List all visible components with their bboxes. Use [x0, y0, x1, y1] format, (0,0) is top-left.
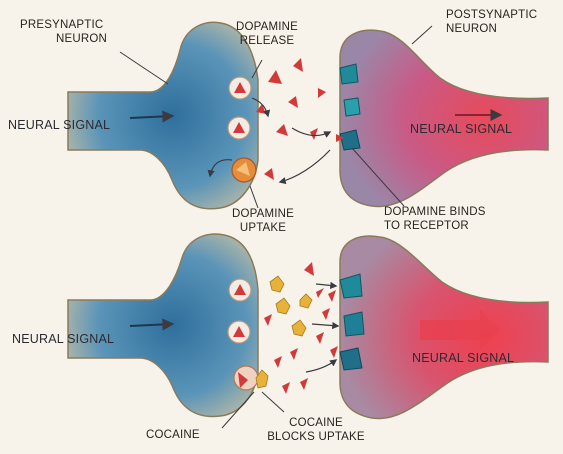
- dopamine-binds-label-line2: TO RECEPTOR: [384, 219, 486, 233]
- neural-signal-left-top: NEURAL SIGNAL: [8, 118, 110, 132]
- dopamine-molecule-icon: [256, 58, 344, 180]
- reuptake-pump-icon: [234, 366, 258, 390]
- dopamine-binds-label-line1: DOPAMINE BINDS: [384, 205, 486, 219]
- top-panel: [68, 22, 548, 208]
- neural-signal-right-top: NEURAL SIGNAL: [410, 122, 512, 136]
- dopamine-to-receptor-arrow: [306, 360, 336, 372]
- reuptake-pump-icon: [232, 158, 256, 182]
- neural-signal-right-bottom: NEURAL SIGNAL: [412, 351, 514, 365]
- receptor-icon: [340, 348, 362, 370]
- neural-signal-left-bottom: NEURAL SIGNAL: [12, 332, 114, 346]
- cocaine-label: COCAINE: [146, 428, 200, 442]
- presynaptic-label: PRESYNAPTIC NEURON: [20, 18, 107, 46]
- vesicle-icon: [229, 77, 251, 99]
- bottom-panel: [68, 234, 548, 428]
- cocaine-molecule-icon: [270, 276, 312, 336]
- postsynaptic-label: POSTSYNAPTIC NEURON: [446, 8, 537, 36]
- dopamine-release-label-line2: RELEASE: [232, 34, 302, 48]
- postsynaptic-label-line1: POSTSYNAPTIC: [446, 8, 537, 22]
- cocaine-blocks-label: COCAINE BLOCKS UPTAKE: [266, 416, 366, 444]
- receptor-icon: [344, 312, 364, 336]
- vesicle-icon: [228, 321, 250, 343]
- uptake-leader-line: [250, 186, 258, 208]
- blocks-leader-line: [262, 392, 284, 412]
- receptor-icon: [344, 98, 360, 116]
- dopamine-uptake-label-line1: DOPAMINE: [224, 207, 302, 221]
- vesicle-icon: [228, 117, 250, 139]
- postsynaptic-label-line2: NEURON: [446, 22, 537, 36]
- presynaptic-label-line2: NEURON: [20, 32, 107, 46]
- postsynaptic-neuron-top: [340, 30, 548, 206]
- dopamine-release-label: DOPAMINE RELEASE: [232, 20, 302, 48]
- dopamine-uptake-label: DOPAMINE UPTAKE: [224, 207, 302, 235]
- presynaptic-leader-line: [120, 52, 168, 84]
- receptor-icon: [340, 130, 360, 150]
- vesicle-icon: [229, 279, 251, 301]
- dopamine-reuptake-arrow: [280, 150, 330, 182]
- cocaine-blocks-label-line1: COCAINE: [266, 416, 366, 430]
- cocaine-blocks-label-line2: BLOCKS UPTAKE: [266, 430, 366, 444]
- dopamine-to-receptor-arrow: [316, 284, 336, 286]
- receptor-icon: [340, 64, 358, 84]
- presynaptic-label-line1: PRESYNAPTIC: [20, 18, 107, 32]
- dopamine-to-receptor-arrow: [312, 324, 338, 326]
- dopamine-uptake-label-line2: UPTAKE: [224, 221, 302, 235]
- dopamine-release-label-line1: DOPAMINE: [232, 20, 302, 34]
- dopamine-binds-label: DOPAMINE BINDS TO RECEPTOR: [384, 205, 486, 233]
- postsynaptic-leader-line: [412, 26, 432, 44]
